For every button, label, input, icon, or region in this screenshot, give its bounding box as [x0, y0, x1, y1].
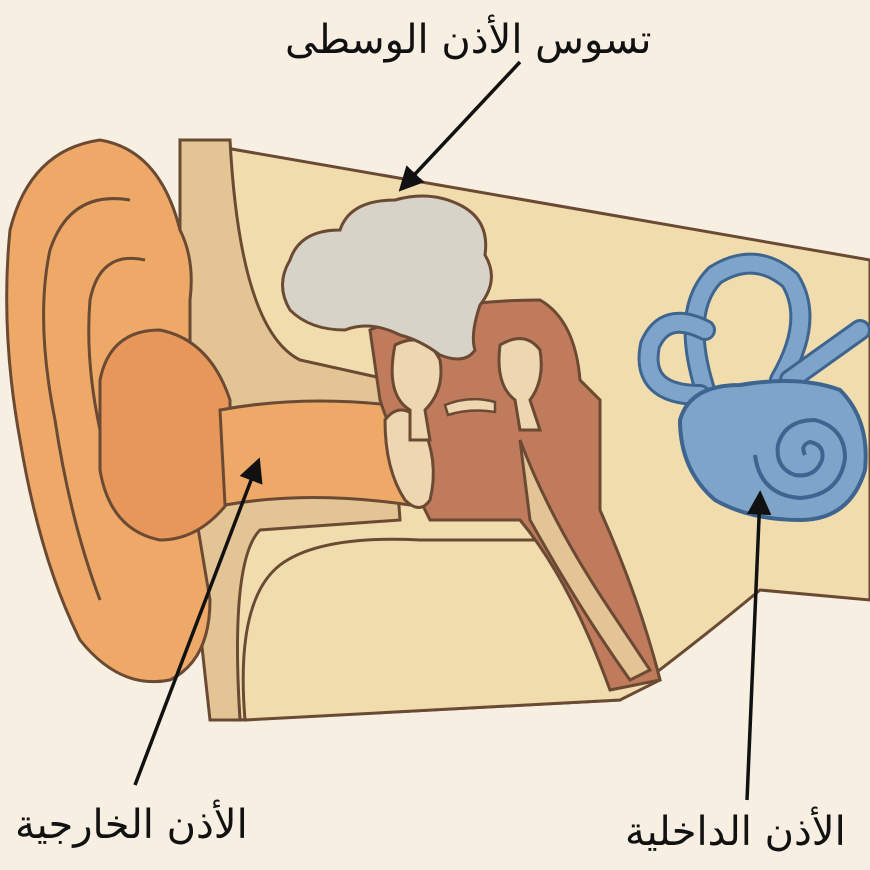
- label-inner-ear: الأذن الداخلية: [625, 809, 846, 855]
- inner-ear: [637, 252, 870, 523]
- pinna-helix-fold: [42, 197, 131, 601]
- stapes: [443, 397, 497, 417]
- semicircular-canal-left-fill: [640, 314, 713, 403]
- incus: [497, 337, 543, 432]
- arrow-inner-ear: [745, 490, 772, 801]
- concha: [98, 328, 232, 542]
- pinna-antihelix: [87, 256, 146, 431]
- cochlea: [677, 379, 868, 523]
- semicircular-canal-right-fill: [782, 322, 868, 388]
- label-outer-ear: الأذن الخارجية: [15, 802, 248, 848]
- eustachian-tube: [518, 439, 653, 682]
- cochlea-spiral: [753, 417, 848, 501]
- arrow-middle-ear: [398, 60, 522, 192]
- label-middle-ear-disease: تسوس الأذن الوسطى: [285, 17, 652, 63]
- arrow-outer-ear: [133, 457, 263, 786]
- middle-ear-lesion: [281, 194, 493, 361]
